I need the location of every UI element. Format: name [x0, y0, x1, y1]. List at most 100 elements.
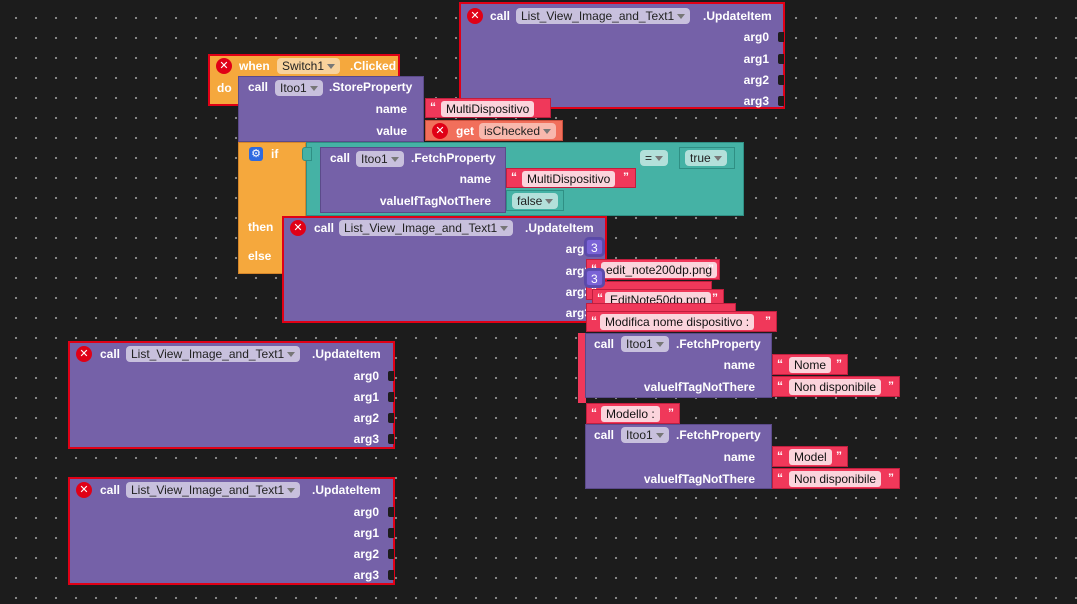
itoo-dropdown[interactable]: Itoo1 [621, 336, 669, 352]
arg1-label: arg1 [565, 264, 591, 278]
call-keyword: call [314, 221, 335, 235]
arg3-label: arg3 [353, 568, 379, 582]
logic-boolean-block[interactable]: true [679, 147, 735, 169]
text-block[interactable] [586, 303, 736, 311]
arg0-label: arg0 [743, 30, 769, 44]
string-value[interactable]: MultiDispositivo [522, 171, 616, 187]
number-block[interactable]: 3 [586, 270, 603, 286]
string-value[interactable]: Modifica nome dispositivo : [600, 314, 755, 330]
gear-icon[interactable]: ⚙ [249, 147, 263, 161]
input-socket [388, 570, 394, 580]
quote-mark: ” [712, 291, 718, 305]
boolean-dropdown[interactable]: true [685, 150, 727, 166]
text-block[interactable]: “ MultiDispositivo ” [506, 168, 636, 188]
string-value[interactable]: Nome [789, 357, 832, 373]
variable-dropdown[interactable]: isChecked [479, 123, 557, 139]
update-item-block-top[interactable]: ✕ call List_View_Image_and_Text1 .Update… [459, 2, 785, 109]
component-dropdown[interactable]: List_View_Image_and_Text1 [126, 346, 301, 362]
quote-mark: ” [888, 471, 894, 485]
itoo-dropdown[interactable]: Itoo1 [275, 80, 323, 96]
text-block[interactable]: “ Model ” [772, 446, 848, 467]
switch-dropdown[interactable]: Switch1 [277, 58, 341, 74]
number-block[interactable]: 3 [586, 239, 603, 255]
boolean-dropdown[interactable]: false [512, 193, 559, 209]
call-keyword: call [100, 483, 121, 497]
error-x-icon[interactable]: ✕ [467, 8, 483, 24]
arg1-label: arg1 [353, 526, 379, 540]
fetch-property-block[interactable]: call Itoo1 .FetchProperty name valueIfTa… [320, 147, 506, 213]
quote-mark: ” [623, 170, 629, 184]
if-keyword: if [271, 147, 279, 161]
quote-mark: ” [708, 262, 714, 276]
input-socket [388, 434, 394, 444]
arg2-label: arg2 [353, 547, 379, 561]
method-label: .UpdateItem [312, 347, 381, 361]
string-value[interactable]: Non disponibile [789, 379, 882, 395]
update-item-block-left-2[interactable]: ✕ call List_View_Image_and_Text1 .Update… [68, 477, 395, 585]
fetch-property-block[interactable]: call Itoo1 .FetchProperty name valueIfTa… [585, 424, 772, 489]
then-keyword: then [248, 220, 274, 234]
value-label: value [376, 124, 407, 138]
error-x-icon[interactable]: ✕ [216, 58, 232, 74]
error-x-icon[interactable]: ✕ [290, 220, 306, 236]
call-keyword: call [330, 151, 351, 165]
call-keyword: call [594, 428, 615, 442]
input-socket [778, 54, 784, 64]
string-value[interactable]: Non disponibile [789, 471, 882, 487]
text-block[interactable]: “ Modifica nome dispositivo : ” [586, 311, 777, 332]
join-connector [578, 333, 586, 403]
itoo-dropdown[interactable]: Itoo1 [621, 427, 669, 443]
update-item-block-inner[interactable]: ✕ call List_View_Image_and_Text1 .Update… [282, 216, 607, 323]
text-block[interactable]: “ Modello : ” [586, 403, 680, 424]
arg3-label: arg3 [353, 432, 379, 446]
quote-mark: “ [511, 170, 517, 184]
text-block[interactable]: “ Non disponibile ” [772, 468, 900, 489]
fetch-property-block[interactable]: call Itoo1 .FetchProperty name valueIfTa… [585, 333, 772, 398]
quote-mark: ” [765, 314, 771, 328]
input-socket [778, 32, 784, 42]
input-socket [388, 371, 394, 381]
default-label: valueIfTagNotThere [643, 472, 755, 486]
component-dropdown[interactable]: List_View_Image_and_Text1 [516, 8, 691, 24]
get-variable-block[interactable]: ✕ get isChecked [425, 120, 563, 141]
string-value[interactable]: edit_note200dp.png [601, 262, 718, 278]
string-value[interactable]: MultiDispositivo [441, 101, 535, 117]
component-dropdown[interactable]: List_View_Image_and_Text1 [339, 220, 514, 236]
name-label: name [459, 172, 491, 186]
error-x-icon[interactable]: ✕ [432, 123, 448, 139]
text-block[interactable]: “ edit_note200dp.png ” [586, 259, 720, 280]
when-keyword: when [239, 59, 270, 73]
update-item-block-left-1[interactable]: ✕ call List_View_Image_and_Text1 .Update… [68, 341, 395, 449]
text-block[interactable]: “ Non disponibile ” [772, 376, 900, 397]
input-socket [388, 507, 394, 517]
string-value[interactable]: Model [789, 449, 832, 465]
component-dropdown[interactable]: List_View_Image_and_Text1 [126, 482, 301, 498]
else-keyword: else [248, 249, 272, 263]
quote-mark: “ [430, 100, 436, 114]
arg0-label: arg0 [353, 369, 379, 383]
method-label: .StoreProperty [329, 80, 413, 94]
quote-mark: ” [888, 379, 894, 393]
default-label: valueIfTagNotThere [379, 194, 491, 208]
error-x-icon[interactable]: ✕ [76, 482, 92, 498]
quote-mark: “ [591, 314, 597, 328]
itoo-dropdown[interactable]: Itoo1 [356, 151, 404, 167]
logic-boolean-block[interactable]: false [506, 190, 564, 211]
operator-dropdown[interactable]: = [640, 150, 669, 166]
text-block[interactable]: “ MultiDispositivo [425, 98, 551, 118]
error-x-icon[interactable]: ✕ [76, 346, 92, 362]
input-socket [388, 549, 394, 559]
call-keyword: call [490, 9, 511, 23]
quote-mark: ” [836, 449, 842, 463]
text-block[interactable]: “ Nome ” [772, 354, 848, 375]
arg1-label: arg1 [743, 52, 769, 66]
string-value[interactable]: Modello : [601, 406, 660, 422]
method-label: .FetchProperty [676, 428, 761, 442]
call-keyword: call [100, 347, 121, 361]
method-label: .UpdateItem [525, 221, 594, 235]
method-label: .FetchProperty [676, 337, 761, 351]
default-label: valueIfTagNotThere [643, 380, 755, 394]
call-keyword: call [594, 337, 615, 351]
call-keyword: call [248, 80, 269, 94]
store-property-block[interactable]: call Itoo1 .StoreProperty name value [238, 76, 424, 142]
